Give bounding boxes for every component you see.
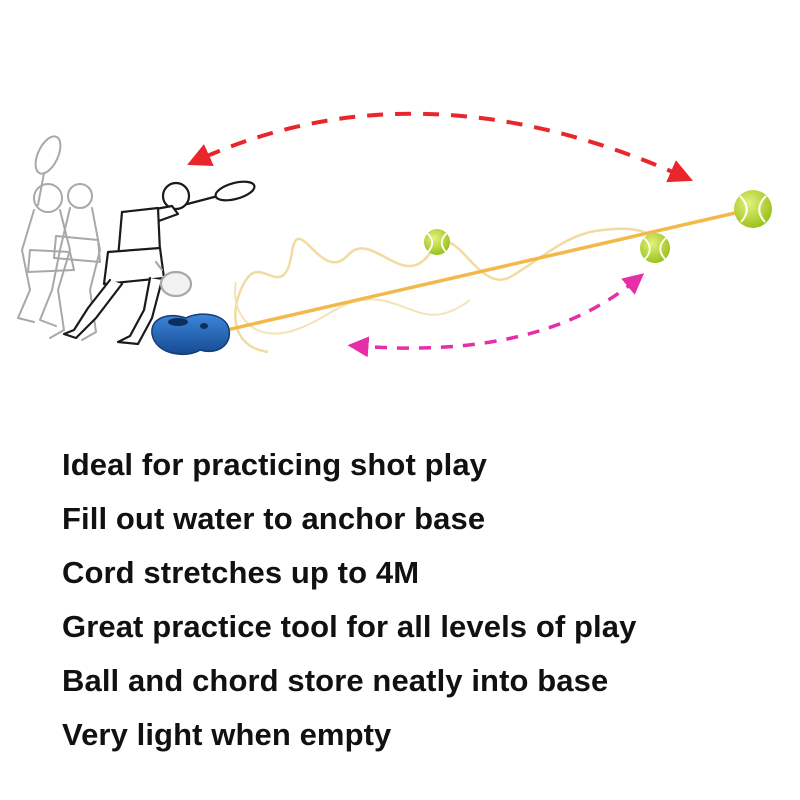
tennis-ball-icon — [424, 229, 450, 255]
feature-item: Great practice tool for all levels of pl… — [62, 609, 637, 644]
top-arrow-icon — [187, 111, 693, 183]
feature-item: Cord stretches up to 4M — [62, 555, 420, 590]
feature-item: Ideal for practicing shot play — [62, 447, 488, 482]
feature-item: Very light when empty — [62, 717, 392, 752]
tennis-ball-icon — [640, 233, 670, 263]
bottom-arrow-icon — [347, 273, 645, 358]
tennis-ball-icon — [734, 190, 772, 228]
player-icon — [62, 180, 256, 346]
ball-path — [234, 227, 651, 354]
feature-item: Fill out water to anchor base — [62, 501, 486, 536]
elastic-cord — [204, 208, 749, 337]
ghost-player-icon — [17, 135, 101, 341]
tennis-trainer-illustration — [17, 111, 772, 358]
feature-list: Ideal for practicing shot play Fill out … — [62, 440, 636, 764]
ball-path-secondary — [234, 281, 471, 335]
base-icon — [151, 313, 231, 356]
feature-item: Ball and chord store neatly into base — [62, 663, 609, 698]
